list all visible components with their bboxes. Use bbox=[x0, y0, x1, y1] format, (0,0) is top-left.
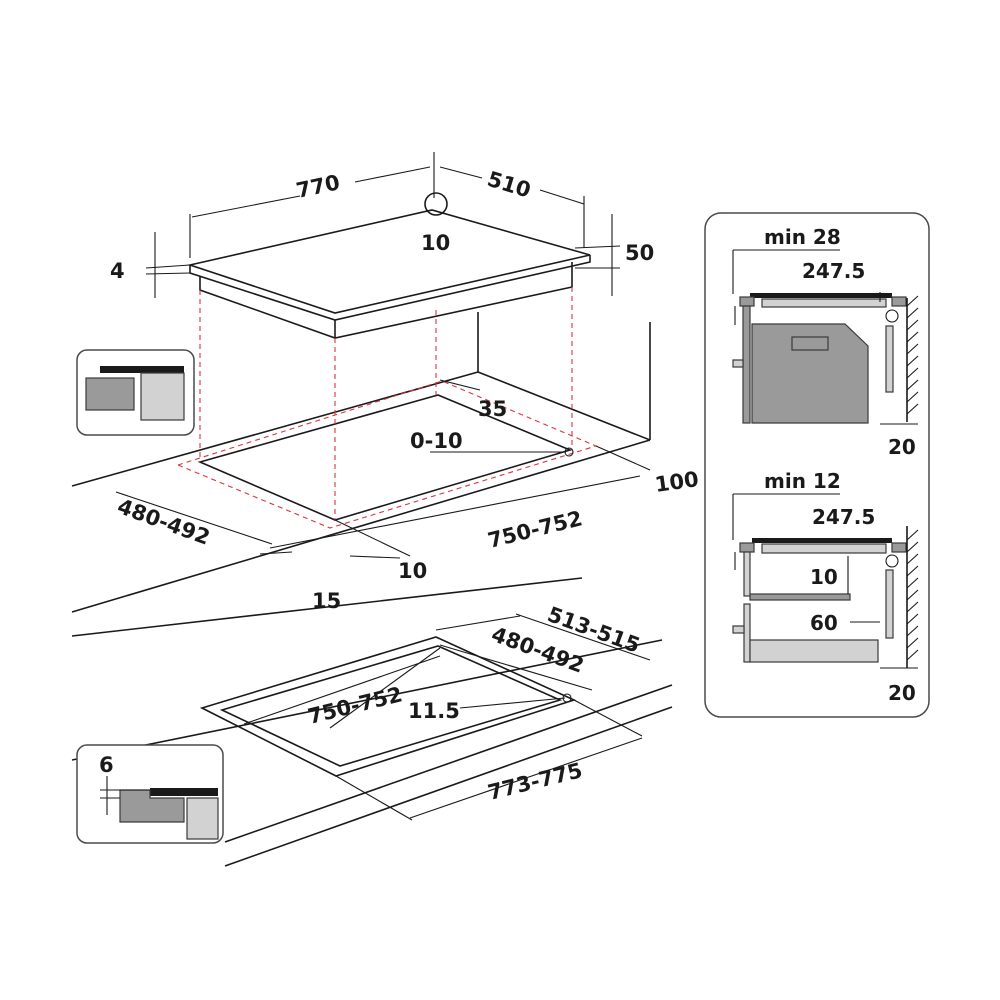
countertop-drawing bbox=[71, 287, 651, 637]
rebate-detail-box: 6 bbox=[76, 744, 224, 844]
hob-depth-label: 510 bbox=[485, 167, 534, 203]
drawer-hob-depth-label: 247.5 bbox=[812, 505, 875, 529]
cutout-width-label: 750-752 bbox=[485, 506, 584, 553]
cutout-corner-label: 0-10 bbox=[410, 429, 463, 453]
overlay-detail-box bbox=[76, 349, 195, 436]
flush-inner-frame bbox=[219, 645, 563, 767]
rear-edge-label: 100 bbox=[653, 467, 700, 497]
oven-hob-depth-label: 247.5 bbox=[802, 259, 865, 283]
knob-icon bbox=[424, 192, 448, 216]
cutout-depth-label: 480-492 bbox=[114, 494, 213, 550]
oven-wall-gap-label: 20 bbox=[888, 435, 916, 459]
hob-body bbox=[199, 262, 573, 339]
cutout-outline bbox=[197, 394, 573, 521]
cutout-dimensions: 480-492 750-752 35 0-10 100 15 10 bbox=[114, 379, 700, 613]
drawer-wall-gap-label: 20 bbox=[888, 681, 916, 705]
hob-top-surface bbox=[187, 209, 591, 314]
drawer-panel-gap-label: 10 bbox=[810, 565, 838, 589]
drawer-section: min 12 247.5 10 60 20 bbox=[732, 469, 919, 705]
flush-countertop-drawing bbox=[71, 636, 673, 867]
drawer-gap-label: 60 bbox=[810, 611, 838, 635]
flush-inner-width-label: 750-752 bbox=[305, 682, 404, 729]
drawer-min-gap-label: min 12 bbox=[764, 469, 841, 493]
oven-section: min 28 247.5 20 bbox=[732, 225, 919, 459]
hob-width-label: 770 bbox=[294, 170, 342, 203]
cutout-guide bbox=[176, 380, 598, 529]
flush-outer-width-label: 773-775 bbox=[485, 758, 584, 805]
hob-dimensions: 770 510 10 4 50 bbox=[110, 152, 654, 298]
rebate-depth-label: 6 bbox=[99, 753, 114, 777]
oven-min-gap-label: min 28 bbox=[764, 225, 841, 249]
hob-drawing bbox=[187, 192, 591, 339]
front-edge-label: 15 bbox=[312, 589, 341, 613]
hob-thickness-label: 4 bbox=[110, 259, 125, 283]
hob-glass-edge bbox=[189, 255, 591, 321]
hob-height-label: 50 bbox=[625, 241, 654, 265]
back-clearance-label: 35 bbox=[478, 397, 507, 421]
flush-corner-label: 11.5 bbox=[408, 699, 460, 723]
knob-clearance-label: 10 bbox=[421, 231, 450, 255]
side-edge-label: 10 bbox=[398, 559, 427, 583]
